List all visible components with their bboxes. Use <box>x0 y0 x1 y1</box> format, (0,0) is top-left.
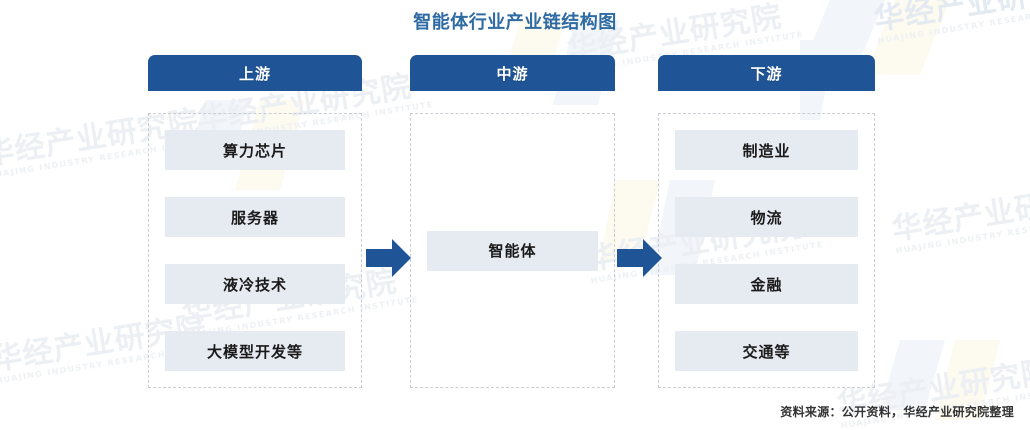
column-body-downstream: 制造业 物流 金融 交通等 <box>658 113 875 388</box>
node-box[interactable]: 交通等 <box>675 331 858 371</box>
column-header-upstream: 上游 <box>148 55 362 91</box>
column-midstream: 中游 智能体 <box>410 55 615 388</box>
column-header-downstream: 下游 <box>658 55 875 91</box>
source-note: 资料来源：公开资料，华经产业研究院整理 <box>780 405 1014 419</box>
node-box[interactable]: 智能体 <box>427 230 598 271</box>
node-box[interactable]: 制造业 <box>675 130 858 170</box>
node-box[interactable]: 服务器 <box>165 197 345 237</box>
node-box[interactable]: 大模型开发等 <box>165 331 345 371</box>
node-box[interactable]: 物流 <box>675 197 858 237</box>
node-box[interactable]: 液冷技术 <box>165 264 345 304</box>
page-title: 智能体行业产业链结构图 <box>413 12 617 33</box>
column-downstream: 下游 制造业 物流 金融 交通等 <box>658 55 875 388</box>
arrow-upstream-to-midstream <box>366 239 411 277</box>
column-header-midstream: 中游 <box>410 55 615 91</box>
node-box[interactable]: 金融 <box>675 264 858 304</box>
arrow-midstream-to-downstream <box>617 239 662 277</box>
column-upstream: 上游 算力芯片 服务器 液冷技术 大模型开发等 <box>148 55 362 388</box>
column-body-midstream: 智能体 <box>410 113 615 388</box>
node-box[interactable]: 算力芯片 <box>165 130 345 170</box>
column-body-upstream: 算力芯片 服务器 液冷技术 大模型开发等 <box>148 113 362 388</box>
